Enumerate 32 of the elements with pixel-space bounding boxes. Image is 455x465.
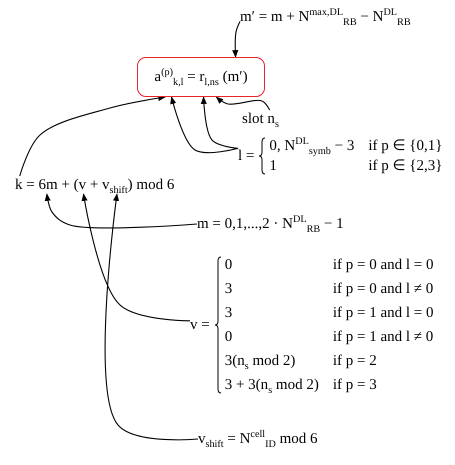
case-condition: if p ∈ {0,1} <box>368 137 442 155</box>
equation: k = 6m + (v + v$_{shift}$) mod 6 <box>15 176 174 194</box>
equation-lhs: l = <box>238 147 254 165</box>
leader-arrow <box>216 96 270 110</box>
case-condition: if p = 1 and l ≠ 0 <box>332 328 434 346</box>
slot-label: slot n$_{s}$ <box>242 110 279 128</box>
case-value: 0, N$^{DL}$$_{symb}$ − 3 <box>269 137 354 155</box>
case-value: 1 <box>269 157 278 175</box>
case-value: 0 <box>224 256 234 274</box>
case-value: 0 <box>224 328 234 346</box>
leader-arrow <box>170 96 238 154</box>
case-condition: if p ∈ {2,3} <box>368 157 442 175</box>
case-condition: if p = 1 and l = 0 <box>332 304 434 322</box>
highlight-box <box>137 57 265 97</box>
leader-arrow <box>104 193 198 440</box>
leader-arrow <box>82 193 190 322</box>
equation: v$_{shift}$ = N$^{cell}$$_{ID}$ mod 6 <box>198 430 318 448</box>
equation: a$^{(p)}$$_{k,l}$ = r$_{l,n}$$_{s}$ (m′) <box>154 68 248 86</box>
case-condition: if p = 0 and l ≠ 0 <box>332 280 434 298</box>
case-value: 3 <box>224 304 234 322</box>
case-value: 3 <box>224 280 234 298</box>
leader-arrow <box>232 21 240 58</box>
case-value: 3(n$_{s}$ mod 2) <box>224 352 296 370</box>
equation-lhs: v = <box>190 316 210 334</box>
case-value: 3 + 3(n$_{s}$ mod 2) <box>224 376 319 394</box>
case-condition: if p = 2 <box>332 352 378 370</box>
case-condition: if p = 0 and l = 0 <box>332 256 434 274</box>
equation: m = 0,1,...,2 · N$^{DL}$$_{RB}$ − 1 <box>197 215 344 233</box>
leader-arrow <box>19 95 166 176</box>
case-condition: if p = 3 <box>332 376 378 394</box>
leader-arrow <box>200 96 238 149</box>
leader-arrow <box>44 193 198 228</box>
